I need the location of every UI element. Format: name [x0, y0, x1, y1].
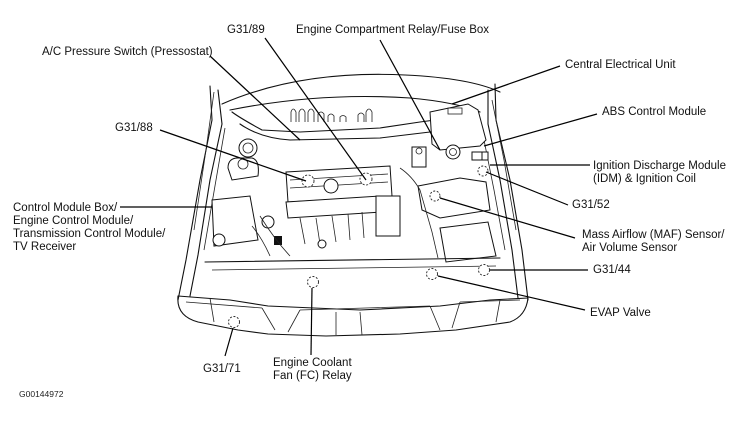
engine-components [204, 138, 501, 271]
leader-maf-sensor [439, 197, 576, 239]
label-engine-compartment-relay-fuse-box: Engine Compartment Relay/Fuse Box [296, 24, 489, 37]
front-bumper [177, 264, 529, 337]
leader-g31-88 [159, 129, 307, 182]
label-line: Ignition Discharge Module [593, 160, 726, 172]
label-line: Transmission Control Module/ [13, 228, 166, 240]
label-abs-control-module: ABS Control Module [602, 106, 706, 119]
leader-evap-valve [437, 275, 586, 311]
label-line: (IDM) & Ignition Coil [593, 173, 696, 185]
leader-abs-control-module [483, 113, 598, 147]
label-g31-89: G31/89 [227, 24, 265, 37]
car-body-outline [177, 73, 529, 301]
label-line: Engine Control Module/ [13, 215, 134, 227]
label-line: G31/89 [227, 24, 265, 36]
leader-lines [120, 37, 598, 357]
label-line: Mass Airflow (MAF) Sensor/ [582, 229, 725, 241]
label-ac-pressure-switch: A/C Pressure Switch (Pressostat) [42, 46, 213, 59]
label-line: G31/44 [593, 264, 631, 276]
label-line: G31/88 [115, 122, 153, 134]
label-g31-52: G31/52 [572, 199, 610, 212]
leader-g31-71 [224, 327, 234, 357]
figure-id: G00144972 [19, 389, 64, 399]
label-line: A/C Pressure Switch (Pressostat) [42, 46, 213, 58]
label-control-module-box: Control Module Box/ Engine Control Modul… [13, 202, 165, 254]
label-line: Control Module Box/ [13, 202, 118, 214]
label-central-electrical-unit: Central Electrical Unit [565, 59, 676, 72]
label-line: Air Volume Sensor [582, 242, 678, 254]
leader-fan-relay [310, 287, 313, 356]
label-line: TV Receiver [13, 241, 77, 253]
central-electrical-unit-part [429, 103, 487, 151]
label-evap-valve: EVAP Valve [590, 307, 651, 320]
leader-g31-89 [264, 37, 367, 181]
label-g31-88: G31/88 [115, 122, 153, 135]
label-maf-sensor: Mass Airflow (MAF) Sensor/ Air Volume Se… [582, 229, 725, 255]
label-line: Central Electrical Unit [565, 59, 676, 71]
label-g31-44: G31/44 [593, 264, 631, 277]
label-g31-71: G31/71 [203, 363, 241, 376]
leader-g31-52 [485, 171, 569, 206]
label-ignition-discharge-module: Ignition Discharge Module (IDM) & Igniti… [593, 160, 726, 186]
label-line: EVAP Valve [590, 307, 651, 319]
leader-ac-pressure-switch [209, 55, 301, 141]
leader-central-electrical-unit [451, 65, 561, 105]
leader-fuse-box [379, 39, 441, 151]
label-line: Engine Compartment Relay/Fuse Box [296, 24, 490, 36]
label-line: ABS Control Module [602, 106, 707, 118]
label-line: Fan (FC) Relay [273, 370, 352, 382]
label-line: G31/52 [572, 199, 610, 211]
label-engine-coolant-fan-relay: Engine Coolant Fan (FC) Relay [273, 357, 352, 383]
label-line: Engine Coolant [273, 357, 352, 369]
cowl-vents [290, 108, 373, 122]
label-line: G31/71 [203, 363, 241, 375]
